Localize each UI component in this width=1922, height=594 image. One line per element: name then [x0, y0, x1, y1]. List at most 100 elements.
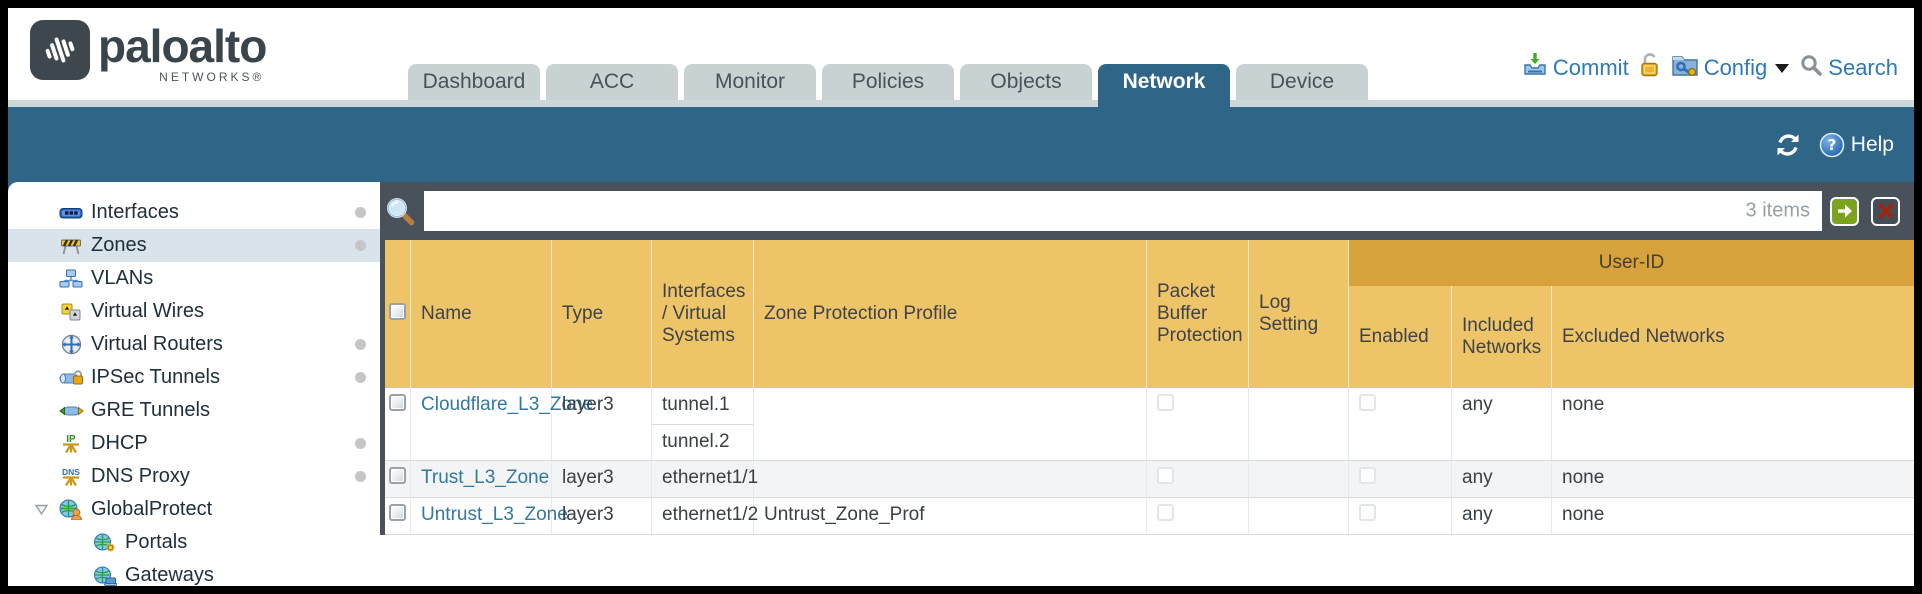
col-header-interfaces[interactable]: Interfaces / Virtual Systems — [652, 240, 754, 388]
header-divider-strip — [8, 100, 1914, 107]
sidebar-item-globalprotect[interactable]: GlobalProtect — [8, 493, 380, 526]
config-lock-button[interactable] — [1639, 52, 1661, 84]
packet-buffer-protection-checkbox — [1157, 467, 1174, 484]
select-all-checkbox[interactable] — [389, 302, 406, 320]
sidebar-item-label: GRE Tunnels — [91, 399, 210, 421]
refresh-icon[interactable] — [1773, 132, 1803, 158]
col-header-included-networks[interactable]: Included Networks — [1452, 286, 1552, 388]
interface-entry: ethernet1/1 — [662, 467, 759, 488]
status-dot — [355, 438, 366, 449]
help-button[interactable]: ? Help — [1819, 132, 1894, 158]
col-header-name[interactable]: Name — [411, 240, 552, 388]
user-id-enabled-cell — [1349, 388, 1452, 461]
gre-tunnels-icon — [58, 403, 84, 419]
status-dot — [355, 339, 366, 350]
included-networks-cell: any — [1452, 388, 1552, 461]
status-dot — [355, 207, 366, 218]
status-dot — [355, 240, 366, 251]
tab-acc[interactable]: ACC — [546, 64, 678, 100]
sidebar-item-label: Gateways — [125, 564, 214, 586]
row-select-checkbox[interactable] — [389, 504, 406, 521]
tab-device[interactable]: Device — [1236, 64, 1368, 100]
sidebar-item-label: DNS Proxy — [91, 465, 190, 487]
chevron-down-icon — [1775, 63, 1790, 73]
sidebar-item-label: Portals — [125, 531, 188, 553]
sidebar-item-zones[interactable]: Zones — [8, 229, 380, 262]
paloalto-logo: paloalto NETWORKS® — [30, 20, 267, 84]
tab-network[interactable]: Network — [1098, 64, 1230, 107]
vlans-icon — [58, 269, 84, 288]
col-header-type[interactable]: Type — [552, 240, 652, 388]
apply-filter-arrow-icon[interactable] — [1830, 196, 1859, 226]
user-id-enabled-checkbox — [1359, 467, 1376, 484]
empty-area — [380, 535, 1914, 586]
help-icon: ? — [1819, 132, 1845, 158]
sidebar-item-vlans[interactable]: VLANs — [8, 262, 380, 295]
interface-entry: ethernet1/2 — [662, 504, 759, 525]
tab-policies[interactable]: Policies — [822, 64, 954, 100]
tab-monitor[interactable]: Monitor — [684, 64, 816, 100]
excluded-networks-cell: none — [1552, 498, 1914, 535]
zone-interfaces-cell: ethernet1/2 — [652, 498, 759, 535]
col-header-zone-protection-profile[interactable]: Zone Protection Profile — [754, 240, 1147, 388]
tab-dashboard[interactable]: Dashboard — [408, 64, 540, 100]
row-select-cell — [385, 498, 411, 535]
packet-buffer-protection-cell — [1147, 498, 1249, 535]
zone-name-cell: Untrust_L3_Zone — [411, 498, 568, 535]
zone-type-cell: layer3 — [552, 498, 652, 535]
globalprotect-icon — [58, 499, 84, 520]
clear-filter-x-icon[interactable] — [1871, 196, 1900, 226]
sidebar-item-ipsec-tunnels[interactable]: IPSec Tunnels — [8, 361, 380, 394]
brand-subtitle: NETWORKS® — [159, 70, 265, 84]
filter-input[interactable] — [424, 191, 1822, 231]
config-icon — [1671, 52, 1699, 84]
sidebar-item-label: IPSec Tunnels — [91, 366, 220, 388]
sidebar-item-gateways[interactable]: Gateways — [8, 559, 380, 586]
sidebar-item-label: Virtual Wires — [91, 300, 204, 322]
sidebar-item-label: Zones — [91, 234, 147, 256]
global-search-button[interactable]: Search — [1799, 53, 1898, 83]
packet-buffer-protection-cell — [1147, 388, 1249, 461]
col-header-enabled[interactable]: Enabled — [1349, 286, 1452, 388]
config-menu-button[interactable]: Config — [1671, 52, 1790, 84]
dns-proxy-icon: DNS — [58, 466, 84, 487]
sidebar-item-label: GlobalProtect — [91, 498, 213, 520]
zone-type-cell: layer3 — [552, 461, 652, 498]
col-header-log-setting[interactable]: Log Setting — [1249, 240, 1349, 388]
log-setting-cell — [1249, 461, 1349, 498]
zone-protection-profile-cell: Untrust_Zone_Prof — [754, 498, 1147, 535]
tab-objects[interactable]: Objects — [960, 64, 1092, 100]
row-select-checkbox[interactable] — [389, 467, 406, 484]
zone-name-link[interactable]: Untrust_L3_Zone — [421, 504, 568, 525]
commit-label: Commit — [1552, 55, 1629, 80]
zone-protection-profile-cell — [754, 461, 1147, 498]
sidebar-item-portals[interactable]: Portals — [8, 526, 380, 559]
svg-text:DNS: DNS — [62, 467, 80, 477]
sidebar-item-label: VLANs — [91, 267, 154, 289]
svg-text:IP: IP — [66, 434, 76, 445]
sidebar-item-virtual-wires[interactable]: Virtual Wires — [8, 295, 380, 328]
filter-bar: 3 items — [380, 182, 1914, 240]
status-dot — [355, 372, 366, 383]
sidebar-item-dns-proxy[interactable]: DNS DNS Proxy — [8, 460, 380, 493]
sidebar-item-virtual-routers[interactable]: Virtual Routers — [8, 328, 380, 361]
expander-arrow-icon[interactable] — [34, 503, 49, 516]
row-select-checkbox[interactable] — [389, 394, 406, 411]
sidebar-item-interfaces[interactable]: Interfaces — [8, 196, 380, 229]
col-header-packet-buffer-protection[interactable]: Packet Buffer Protection — [1147, 240, 1249, 388]
commit-button[interactable]: Commit — [1522, 52, 1629, 84]
sidebar-item-gre-tunnels[interactable]: GRE Tunnels — [8, 394, 380, 427]
paloalto-logo-icon — [30, 20, 90, 80]
col-header-excluded-networks[interactable]: Excluded Networks — [1552, 286, 1914, 388]
config-label: Config — [1703, 55, 1768, 80]
zone-name-link[interactable]: Cloudflare_L3_Zone — [421, 394, 594, 415]
virtual-routers-icon — [58, 334, 84, 355]
zone-name-link[interactable]: Trust_L3_Zone — [421, 467, 550, 488]
